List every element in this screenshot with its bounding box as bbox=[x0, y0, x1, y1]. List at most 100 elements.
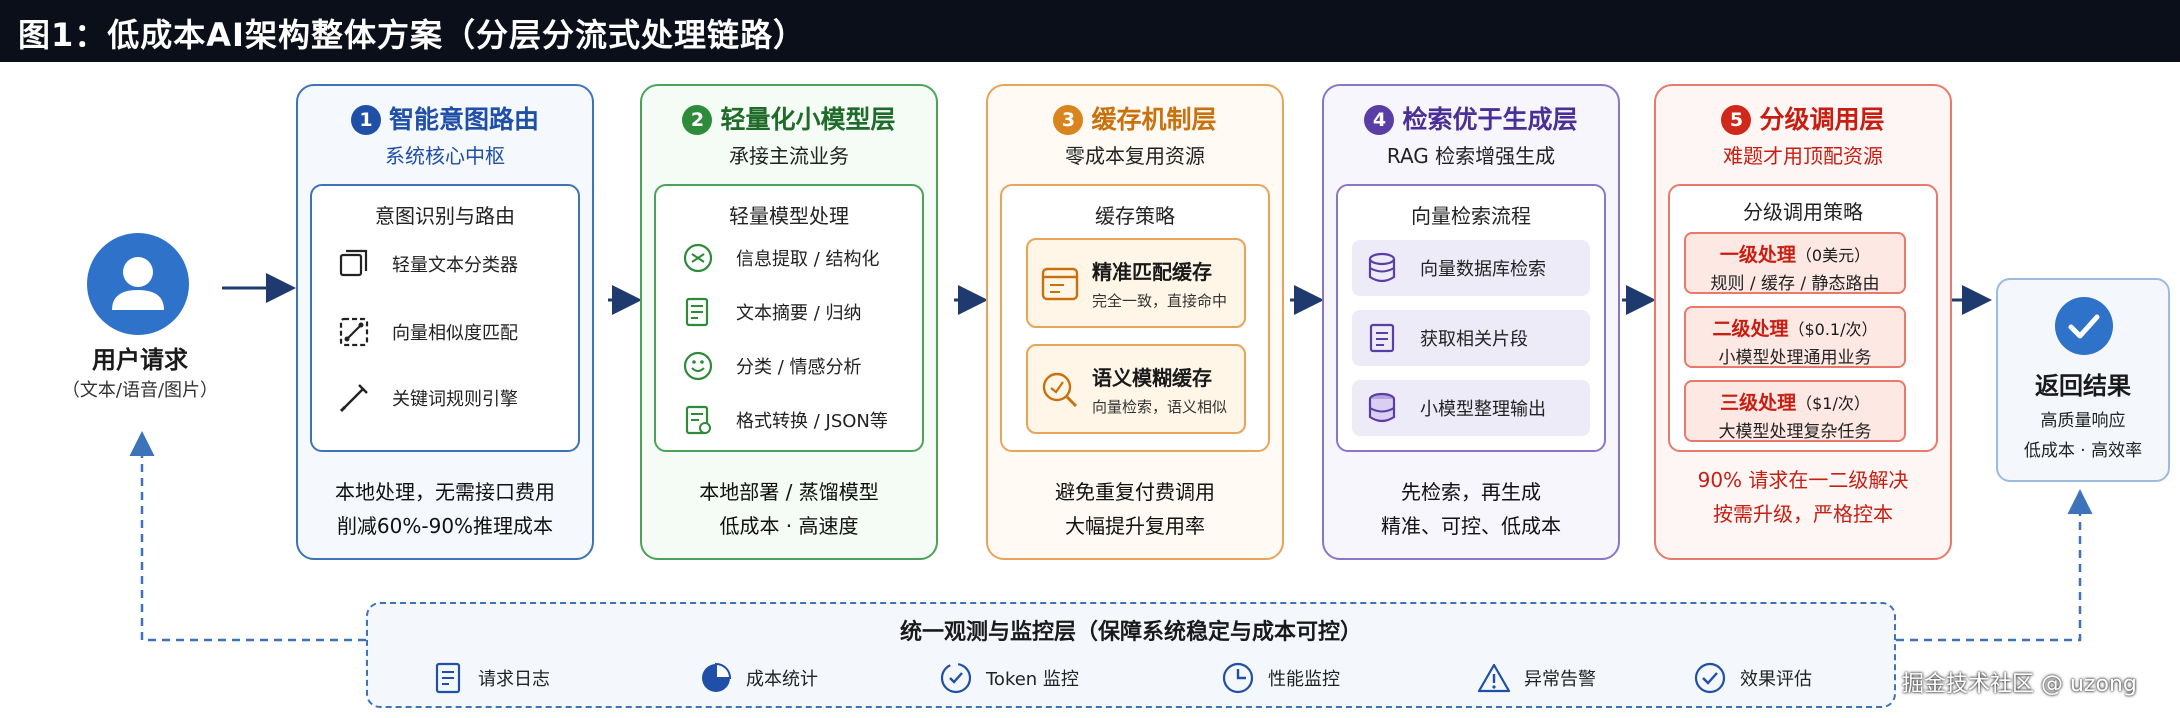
monitor-label: 成本统计 bbox=[746, 669, 818, 690]
inner-title: 向量检索流程 bbox=[1411, 204, 1531, 228]
pie-icon bbox=[698, 660, 734, 696]
result-line: 高质量响应 bbox=[2040, 411, 2126, 431]
column-title-text: 检索优于生成层 bbox=[1402, 105, 1578, 134]
fragment-icon bbox=[1362, 318, 1402, 358]
semantic-cache-icon bbox=[1040, 370, 1080, 414]
tier-name: 一级处理 bbox=[1719, 244, 1796, 266]
result-title: 返回结果 bbox=[2035, 372, 2131, 400]
monitor-item: 成本统计 bbox=[698, 658, 818, 698]
watermark: 掘金技术社区 @ uzong bbox=[1902, 672, 2137, 697]
monitor-label: 异常告警 bbox=[1524, 669, 1596, 690]
column-footer-line: 本地部署 / 蒸馏模型 bbox=[699, 480, 879, 504]
inner-panel: 分级调用策略 一级处理（0美元） 规则 / 缓存 / 静态路由 二级处理（$0.… bbox=[1668, 184, 1938, 452]
list-item: 关键词规则引擎 bbox=[334, 378, 518, 418]
check-icon bbox=[2054, 296, 2114, 360]
step-number: 5 bbox=[1721, 105, 1752, 135]
page-title: 图1：低成本AI架构整体方案（分层分流式处理链路） bbox=[18, 16, 806, 54]
monitor-item: 异常告警 bbox=[1476, 658, 1596, 698]
result-panel: 返回结果 高质量响应 低成本 · 高效率 bbox=[1996, 278, 2170, 482]
log-icon bbox=[430, 660, 466, 696]
inner-title: 缓存策略 bbox=[1095, 204, 1175, 228]
column-footer-line: 精准、可控、低成本 bbox=[1381, 514, 1561, 538]
item-label: 格式转换 / JSON等 bbox=[736, 411, 888, 432]
card-sub: 完全一致，直接命中 bbox=[1092, 292, 1228, 310]
monitor-item: 效果评估 bbox=[1692, 658, 1812, 698]
card-title: 精准匹配缓存 bbox=[1092, 260, 1212, 284]
title-bar: 图1：低成本AI架构整体方案（分层分流式处理链路） bbox=[0, 0, 2180, 62]
inner-panel: 轻量模型处理 信息提取 / 结构化 文本摘要 / 归纳 分类 / 情感分析 格式… bbox=[654, 184, 924, 452]
column-title-text: 分级调用层 bbox=[1759, 105, 1885, 134]
step-number: 4 bbox=[1364, 105, 1395, 135]
format-icon bbox=[678, 400, 718, 440]
column-subtitle: 零成本复用资源 bbox=[1065, 144, 1205, 168]
card-title: 语义模糊缓存 bbox=[1092, 366, 1212, 390]
stack-icon bbox=[1362, 388, 1402, 428]
sentiment-icon bbox=[678, 346, 718, 386]
user-request-label: 用户请求 bbox=[92, 346, 188, 374]
cache-card-semantic: 语义模糊缓存 向量检索，语义相似 bbox=[1026, 344, 1246, 434]
column-subtitle: 难题才用顶配资源 bbox=[1723, 144, 1883, 168]
inner-panel: 向量检索流程 向量数据库检索 获取相关片段 小模型整理输出 bbox=[1336, 184, 1606, 452]
column-footer-line: 90% 请求在一二级解决 bbox=[1697, 468, 1909, 492]
tier-desc: 小模型处理通用业务 bbox=[1718, 348, 1872, 368]
summary-icon bbox=[678, 292, 718, 332]
step-number: 2 bbox=[682, 105, 713, 135]
monitor-label: 性能监控 bbox=[1268, 669, 1340, 690]
item-label: 获取相关片段 bbox=[1420, 329, 1528, 350]
vector-match-icon bbox=[334, 312, 374, 352]
inner-panel: 意图识别与路由 轻量文本分类器 向量相似度匹配 关键词规则引擎 bbox=[310, 184, 580, 452]
tier-card: 一级处理（0美元） 规则 / 缓存 / 静态路由 bbox=[1684, 232, 1906, 294]
card-sub: 向量检索，语义相似 bbox=[1092, 398, 1228, 416]
tier-desc: 大模型处理复杂任务 bbox=[1718, 422, 1872, 442]
column-footer-line: 先检索，再生成 bbox=[1401, 480, 1541, 504]
inner-title: 轻量模型处理 bbox=[729, 204, 849, 228]
column-footer-line: 按需升级，严格控本 bbox=[1713, 502, 1893, 526]
column-title-text: 缓存机制层 bbox=[1091, 105, 1217, 134]
monitor-label: 效果评估 bbox=[1740, 669, 1812, 690]
monitoring-title: 统一观测与监控层（保障系统稳定与成本可控） bbox=[899, 620, 1362, 645]
inner-panel: 缓存策略 精准匹配缓存 完全一致，直接命中 语义模糊缓存 向量检索，语义相似 bbox=[1000, 184, 1270, 452]
column-footer-line: 低成本 · 高速度 bbox=[719, 514, 859, 538]
tier-price: （0美元） bbox=[1795, 246, 1871, 265]
alert-icon bbox=[1476, 660, 1512, 696]
item-label: 信息提取 / 结构化 bbox=[736, 249, 880, 270]
column-subtitle: 系统核心中枢 bbox=[385, 144, 505, 168]
list-item: 获取相关片段 bbox=[1352, 310, 1590, 366]
column-footer-line: 避免重复付费调用 bbox=[1055, 480, 1215, 504]
monitor-label: Token 监控 bbox=[986, 669, 1079, 690]
column-title-text: 智能意图路由 bbox=[388, 105, 539, 134]
cache-card-exact: 精准匹配缓存 完全一致，直接命中 bbox=[1026, 238, 1246, 328]
list-item: 向量相似度匹配 bbox=[334, 312, 518, 352]
list-item: 轻量文本分类器 bbox=[334, 244, 518, 284]
evaluate-icon bbox=[1692, 660, 1728, 696]
item-label: 小模型整理输出 bbox=[1420, 399, 1546, 420]
item-label: 分类 / 情感分析 bbox=[736, 357, 862, 378]
monitor-item: Token 监控 bbox=[938, 658, 1079, 698]
monitor-label: 请求日志 bbox=[478, 669, 550, 690]
item-label: 向量数据库检索 bbox=[1420, 259, 1546, 280]
list-item: 文本摘要 / 归纳 bbox=[678, 292, 862, 332]
inner-title: 分级调用策略 bbox=[1743, 200, 1863, 224]
user-request-node bbox=[86, 232, 190, 336]
tier-price: （$1/次） bbox=[1796, 394, 1870, 413]
item-label: 向量相似度匹配 bbox=[392, 323, 518, 344]
monitor-item: 性能监控 bbox=[1220, 658, 1340, 698]
column-footer-line: 削减60%-90%推理成本 bbox=[336, 514, 554, 538]
exact-cache-icon bbox=[1040, 264, 1080, 308]
tier-name: 三级处理 bbox=[1720, 392, 1797, 414]
list-item: 向量数据库检索 bbox=[1352, 240, 1590, 296]
monitoring-layer: 统一观测与监控层（保障系统稳定与成本可控） 请求日志 成本统计 Token 监控… bbox=[366, 602, 1896, 708]
rule-engine-icon bbox=[334, 378, 374, 418]
user-icon bbox=[87, 233, 189, 335]
list-item: 信息提取 / 结构化 bbox=[678, 238, 880, 278]
